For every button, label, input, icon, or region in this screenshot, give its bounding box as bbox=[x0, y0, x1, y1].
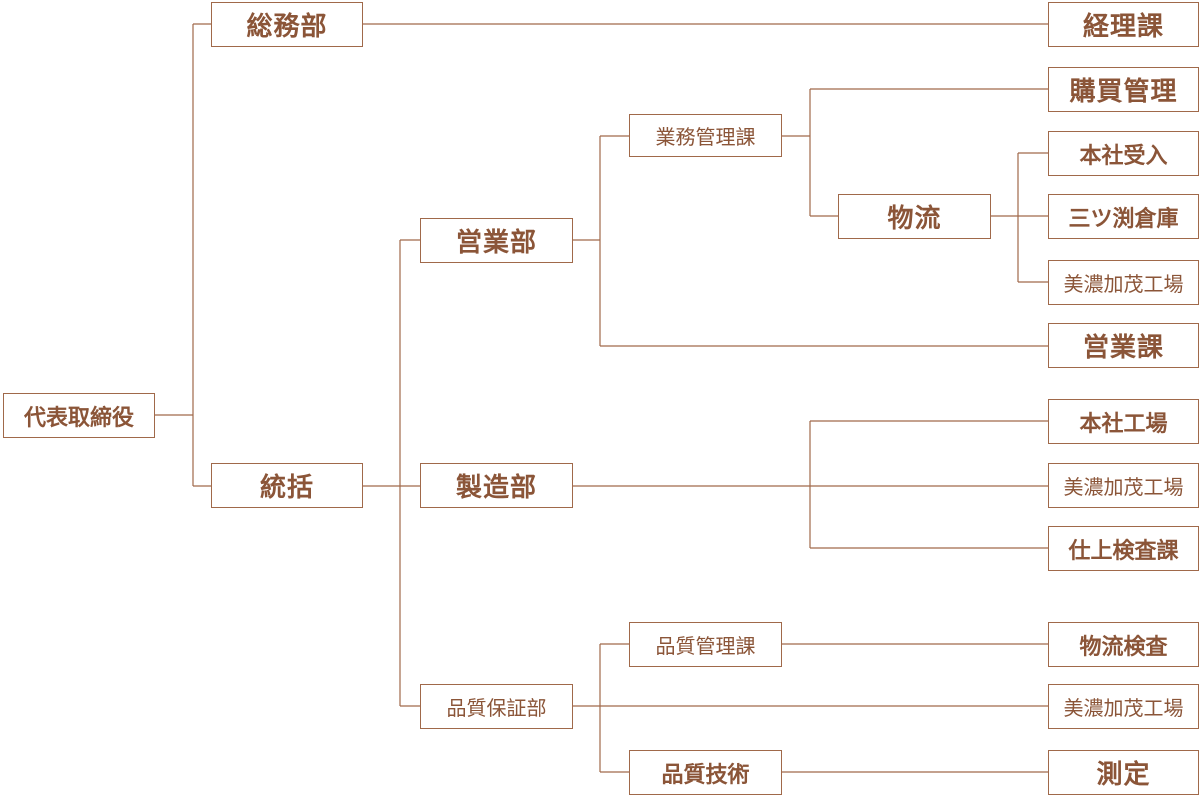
node-mitsubuchi-warehouse: 三ツ渕倉庫 bbox=[1048, 194, 1199, 239]
node-finishing-inspection-section: 仕上検査課 bbox=[1048, 526, 1199, 571]
node-hq-factory: 本社工場 bbox=[1048, 399, 1199, 444]
node-logistics: 物流 bbox=[838, 194, 991, 239]
node-accounting-section: 経理課 bbox=[1048, 2, 1199, 47]
node-hq-receiving: 本社受入 bbox=[1048, 131, 1199, 176]
node-quality-technology: 品質技術 bbox=[629, 750, 782, 795]
node-ceo: 代表取締役 bbox=[3, 393, 155, 438]
node-sales-dept: 営業部 bbox=[420, 218, 573, 263]
node-overall-control: 統括 bbox=[211, 463, 363, 508]
node-mino-kamo-factory-qa: 美濃加茂工場 bbox=[1048, 684, 1199, 729]
node-sales-section: 営業課 bbox=[1048, 323, 1199, 368]
node-logistics-inspection: 物流検査 bbox=[1048, 622, 1199, 667]
node-measurement: 測定 bbox=[1048, 750, 1199, 795]
node-mino-kamo-factory-manufacturing: 美濃加茂工場 bbox=[1048, 463, 1199, 508]
node-manufacturing-dept: 製造部 bbox=[420, 463, 573, 508]
node-purchasing-management: 購買管理 bbox=[1048, 67, 1199, 112]
node-general-affairs-dept: 総務部 bbox=[211, 2, 363, 47]
node-quality-control-section: 品質管理課 bbox=[629, 622, 782, 667]
node-qa-dept: 品質保証部 bbox=[420, 684, 573, 729]
node-mino-kamo-factory-logistics: 美濃加茂工場 bbox=[1048, 260, 1199, 305]
node-business-management-section: 業務管理課 bbox=[629, 114, 782, 157]
